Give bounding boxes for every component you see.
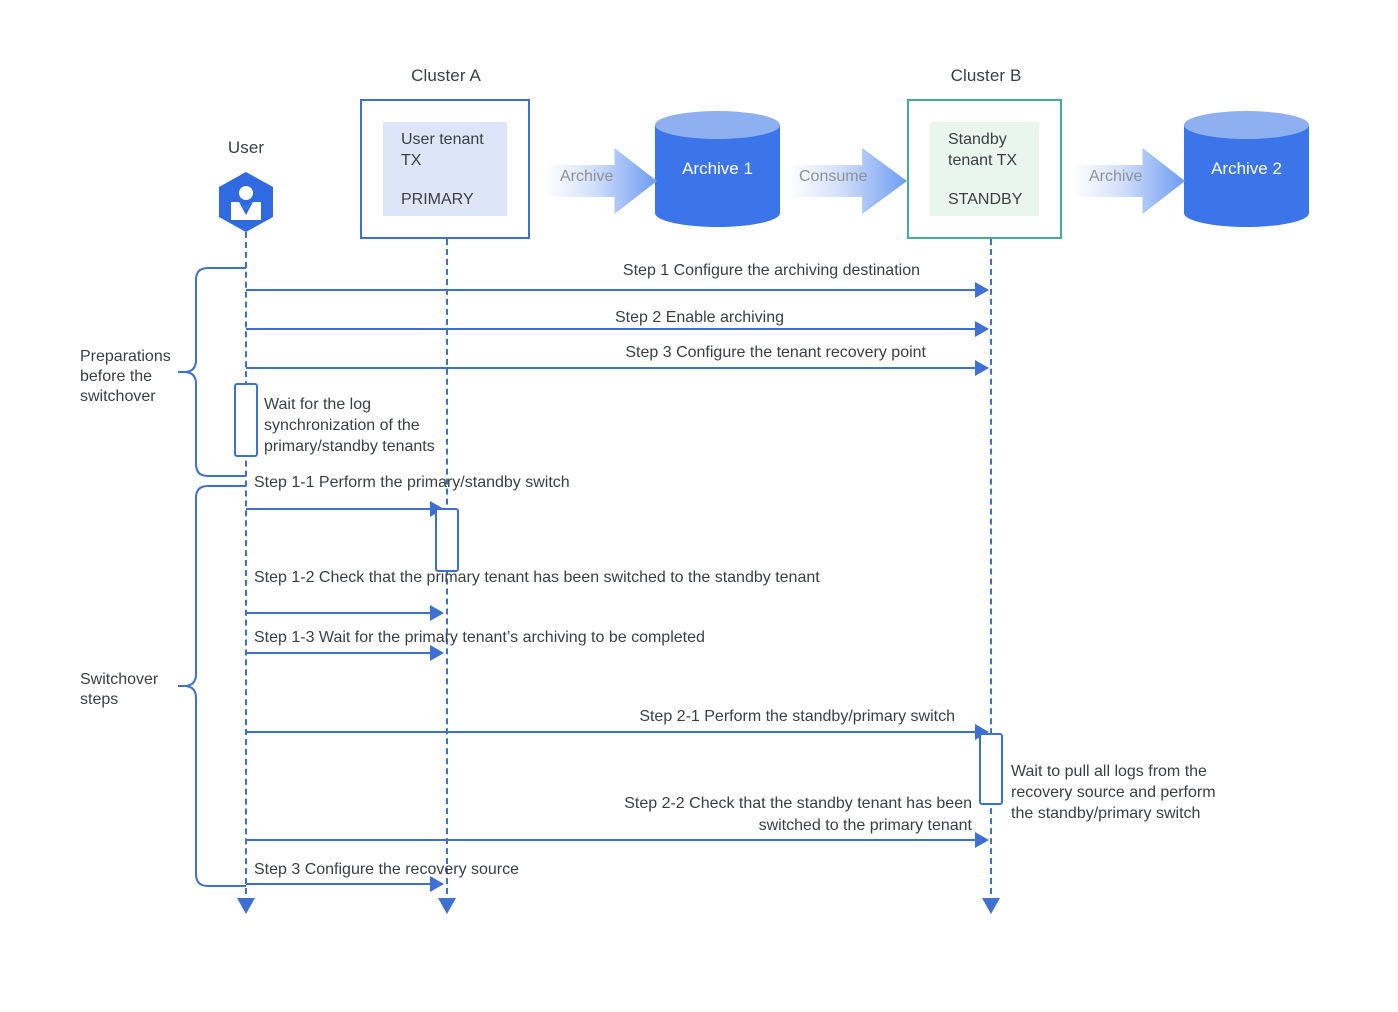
flow-arrow-archive-1-label: Archive: [560, 168, 614, 185]
lifeline-cluster-b-end-icon: [982, 898, 1000, 914]
tenant-b-role: STANDBY: [948, 190, 1023, 208]
datastore-archive-2-label: Archive 2: [1211, 159, 1282, 178]
message-line-step-2-1: [246, 731, 975, 733]
message-label-step-3-prep: Step 3 Configure the tenant recovery poi…: [625, 344, 926, 361]
flow-arrow-archive-2-label: Archive: [1089, 168, 1143, 185]
activation-bar-cluster-b-pull-logs: [979, 733, 1003, 805]
message-arrowhead-step-3-final: [430, 876, 444, 892]
message-arrowhead-step-2: [975, 321, 989, 337]
message-line-step-2: [246, 328, 975, 330]
message-arrowhead-step-1-3: [430, 645, 444, 661]
message-label-step-1-1: Step 1-1 Perform the primary/standby swi…: [254, 474, 570, 491]
message-label-step-2-2: Step 2-2 Check that the standby tenant h…: [624, 795, 972, 834]
group-label-preparations: Preparations before the switchover: [80, 348, 171, 405]
tenant-a-name: User tenant TX: [401, 130, 484, 169]
activation-bar-cluster-a-switch: [435, 508, 459, 572]
lifeline-cluster-b: [990, 239, 992, 904]
message-arrowhead-step-2-2: [975, 832, 989, 848]
tenant-box-cluster-a: User tenant TX PRIMARY: [360, 99, 530, 239]
note-wait-log-sync: Wait for the log synchronization of the …: [264, 396, 435, 455]
note-wait-pull-logs: Wait to pull all logs from the recovery …: [1011, 763, 1216, 822]
message-arrowhead-step-3-prep: [975, 360, 989, 376]
lifeline-cluster-a-end-icon: [438, 898, 456, 914]
group-brace-preparations: [178, 267, 246, 477]
datastore-archive-2: Archive 2: [1184, 111, 1309, 227]
message-line-step-1-2: [246, 612, 430, 614]
message-line-step-1-3: [246, 652, 430, 654]
lifeline-user: [245, 232, 247, 904]
message-line-step-3-prep: [246, 367, 975, 369]
tenant-box-cluster-b: Standby tenant TX STANDBY: [907, 99, 1062, 239]
participant-label-cluster-b: Cluster B: [950, 66, 1022, 85]
message-label-step-1-2: Step 1-2 Check that the primary tenant h…: [254, 569, 820, 586]
message-arrowhead-step-1: [975, 282, 989, 298]
participant-label-user: User: [227, 138, 265, 157]
flow-arrow-consume-label: Consume: [799, 168, 868, 185]
message-line-step-1: [246, 289, 975, 291]
activation-bar-user-wait-log-sync: [234, 383, 258, 457]
lifeline-user-end-icon: [237, 898, 255, 914]
message-line-step-3-final: [246, 883, 430, 885]
tenant-a-role: PRIMARY: [401, 190, 474, 208]
message-label-step-2: Step 2 Enable archiving: [615, 309, 784, 326]
participant-label-cluster-a: Cluster A: [411, 66, 481, 85]
datastore-archive-1-label: Archive 1: [682, 159, 753, 178]
group-brace-switchover: [178, 485, 246, 887]
message-line-step-1-1: [246, 508, 430, 510]
message-line-step-2-2: [246, 839, 975, 841]
message-label-step-1-3: Step 1-3 Wait for the primary tenant’s a…: [254, 629, 705, 646]
datastore-archive-1: Archive 1: [655, 111, 780, 227]
message-label-step-1: Step 1 Configure the archiving destinati…: [622, 262, 920, 279]
group-label-switchover: Switchover steps: [80, 671, 159, 708]
message-arrowhead-step-1-2: [430, 605, 444, 621]
tenant-b-name: Standby tenant TX: [948, 130, 1018, 169]
message-label-step-3-final: Step 3 Configure the recovery source: [254, 861, 520, 878]
message-label-step-2-1: Step 2-1 Perform the standby/primary swi…: [639, 708, 955, 725]
